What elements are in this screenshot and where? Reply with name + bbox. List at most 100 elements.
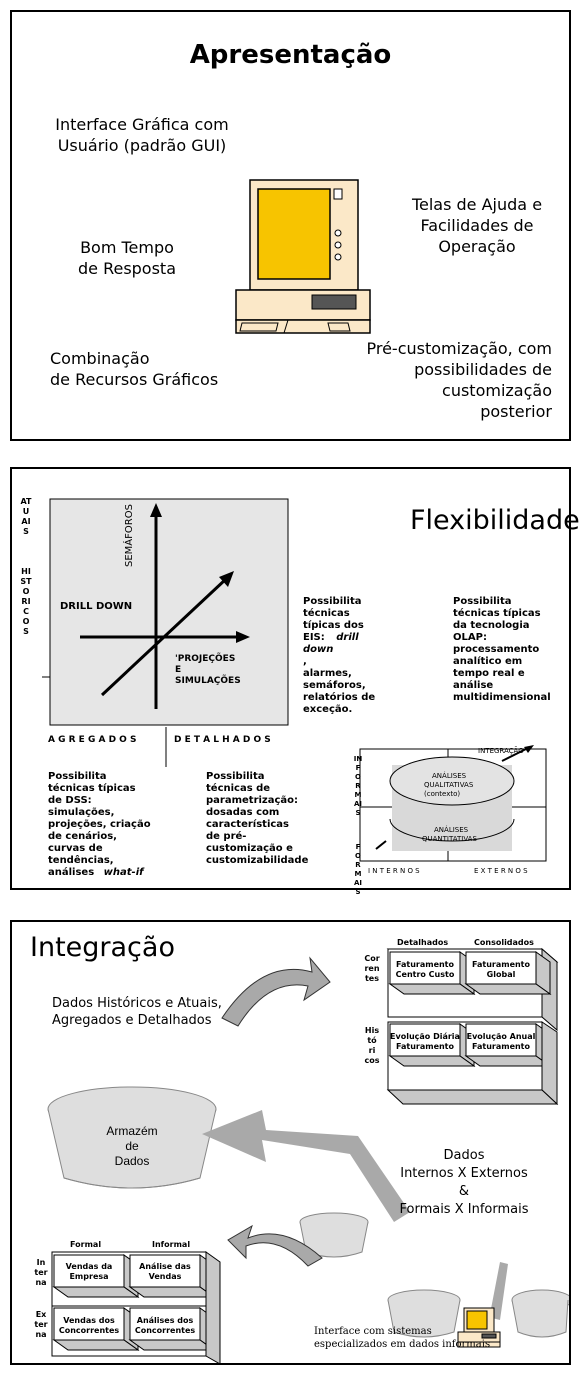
slide3-title: Integração [30,932,175,963]
eis-l9: relatórios de [303,692,376,703]
param-l6: de pré- [206,831,247,842]
eis-text: Possibilita técnicas típicas dos EIS: dr… [303,596,375,716]
help-line3: Operação [438,237,516,256]
ve-l2: Empresa [69,1272,109,1281]
hist-text: Dados Históricos e Atuais, Agregados e D… [52,995,222,1029]
his-1: His [364,1026,380,1035]
armazem-l1: Armazém [106,1124,158,1138]
ve-l1: Vendas da [65,1262,113,1271]
top-col-consolidados: Consolidados [474,938,534,947]
olap-l3: da tecnologia [453,620,530,631]
dss-l5: projeções, criação [48,819,151,830]
resp-line2: de Resposta [77,259,177,278]
eis-l1: Possibilita [303,596,362,607]
fg-l2: Global [486,970,516,979]
olap-l8: análise [453,680,494,691]
bot-col-informal: Informal [152,1240,191,1249]
ac-l2: Concorrentes [134,1326,196,1335]
ext-1: Ex [35,1310,47,1319]
box-evolucao-anual: Evolução Anual Faturamento [466,1032,536,1052]
edf-l1: Evolução Diária [390,1032,460,1041]
his-2: tó [367,1036,377,1045]
quant-l2: QUANTITATIVAS [422,835,477,843]
box-analises-concorrentes: Análises dos Concorrentes [130,1316,200,1336]
dss-whatif: what-if [103,867,144,878]
top-row-correntes: Cor ren tes [359,954,385,984]
eis-l4: EIS: [303,632,325,643]
box-analise-vendas: Análise das Vendas [130,1262,200,1282]
pre-line4: posterior [480,402,552,421]
olap-l1: Possibilita [453,596,512,607]
param-l8: customizabilidade [206,855,309,866]
top-row-historicos: His tó ri cos [359,1026,385,1066]
olap-l2: técnicas típicas [453,608,541,619]
eaf-l1: Evolução Anual [466,1032,536,1041]
fcc-l1: Faturamento [395,960,455,969]
qual-l2: QUALITATIVAS [424,781,474,789]
dss-l8: tendências, [48,855,114,866]
olap-l4: OLAP: [453,632,487,643]
vertical-atuais: ATUAIS [20,497,32,537]
pre-line3: customização [442,381,552,400]
pre-line2: possibilidades de [414,360,552,379]
integration-graphics [47,947,569,1363]
dados-l3: & [458,1184,470,1199]
vc-l1: Vendas dos [63,1316,115,1325]
axes-diagram [42,498,289,767]
top-col-detalhados: Detalhados [397,938,449,947]
pre-line1: Pré-customização, com [366,339,552,358]
internos-label: I N T E R N O S [368,867,420,875]
slide1-title: Apresentação [189,40,392,70]
int-1: In [36,1258,46,1267]
vc-l2: Concorrentes [58,1326,120,1335]
hist-l2: Agregados e Detalhados [52,1013,212,1028]
olap-l7: tempo real e [453,668,525,679]
slide2-title: Flexibilidade [410,505,580,536]
help-text: Telas de Ajuda e Facilidades de Operação [392,194,562,257]
agregados-label: A G R E G A D O S [48,735,137,745]
bot-col-formal: Formal [70,1240,102,1249]
combination-text: Combinação de Recursos Gráficos [50,348,218,390]
small-computer-icon [457,1307,501,1348]
eaf-l2: Faturamento [471,1042,531,1051]
dss-l4: simulações, [48,807,115,818]
av-l2: Vendas [148,1272,182,1281]
help-line2: Facilidades de [420,216,534,235]
dss-l6: de cenários, [48,831,117,842]
box-vendas-concorrentes: Vendas dos Concorrentes [54,1316,124,1336]
formais-label: FORMAIS [353,843,363,897]
atuais-label: ATUAIS [20,497,32,536]
ext-2: ter [34,1320,48,1329]
eis-comma: , [303,656,307,667]
comb-line1: Combinação [50,349,150,368]
comb-line2: de Recursos Gráficos [50,370,219,389]
slide-integracao: Integração Dados Históricos e Atuais, Ag… [10,920,571,1365]
armazem-l3: Dados [114,1154,150,1168]
dss-l2: técnicas típicas [48,783,136,794]
drill-down-label: DRILL DOWN [60,601,133,612]
box-faturamento-centro-custo: Faturamento Centro Custo [390,960,460,980]
dss-text: Possibilita técnicas típicas de DSS: sim… [48,771,151,879]
hist-l1: Dados Históricos e Atuais, [52,996,222,1011]
gui-text: Interface Gráfica com Usuário (padrão GU… [32,114,252,156]
pre-custom-text: Pré-customização, com possibilidades de … [342,338,552,422]
quant-l1: ANÁLISES [434,826,469,834]
informais-text: INFORMAIS [353,755,363,817]
dados-l2: Internos X Externos [400,1166,528,1181]
historicos-label: HISTORICOS [20,567,32,636]
fcc-l2: Centro Custo [395,970,455,979]
ext-3: na [35,1330,47,1339]
box-evolucao-diaria: Evolução Diária Faturamento [390,1032,460,1052]
olap-l5: processamento [453,644,540,655]
olap-l9: multidimensional [453,692,551,703]
his-3: ri [368,1046,376,1055]
eis-down: down [303,644,334,655]
proj-l1: 'PROJEÇÕES [175,654,236,664]
semaforos-label: SEMÁFOROS [124,504,135,567]
eis-l10: exceção. [303,704,353,715]
his-4: cos [364,1056,380,1065]
param-l5: características [206,819,289,830]
dados-l4: Formais X Informais [399,1202,529,1217]
box-faturamento-global: Faturamento Global [466,960,536,980]
detalhados-label: D E T A L H A D O S [174,735,271,745]
